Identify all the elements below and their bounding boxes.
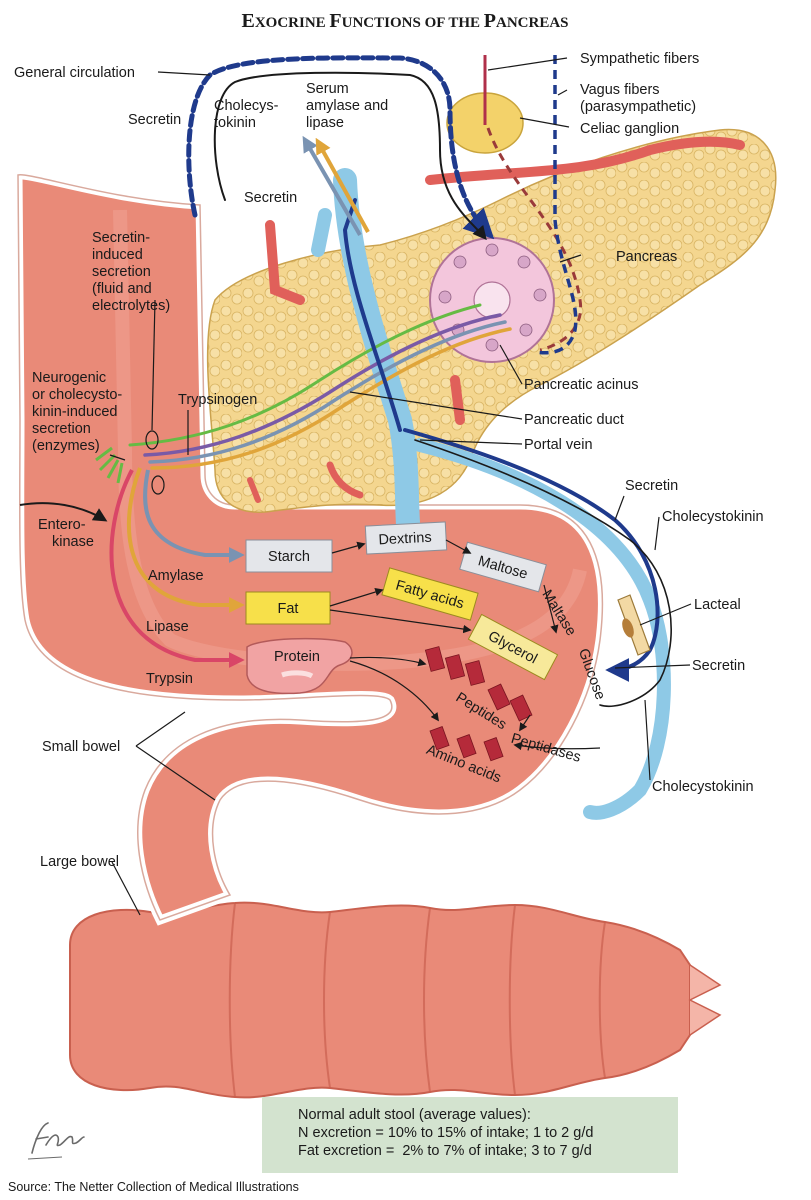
reaction-arrows <box>329 539 601 751</box>
label-secretin-right2: Secretin <box>692 658 745 674</box>
label-vagus-2: (parasympathetic) <box>580 99 696 115</box>
label-large-bowel: Large bowel <box>40 854 119 870</box>
label-lipase: Lipase <box>146 619 189 635</box>
label-portal-vein: Portal vein <box>524 437 593 453</box>
label-cholecystokinin-bottom: Cholecystokinin <box>652 779 754 795</box>
sympathetic-fibers <box>483 55 583 352</box>
svg-text:Dextrins: Dextrins <box>378 530 432 549</box>
label-cholecystokinin-right: Cholecystokinin <box>662 509 764 525</box>
label-amylase: Amylase <box>148 568 204 584</box>
label-neurogenic-5: (enzymes) <box>32 438 100 454</box>
amylase-arrow <box>143 469 245 563</box>
pancreatic-duct-streams <box>128 303 512 470</box>
label-secretin-induced-1: Secretin- <box>92 230 150 246</box>
label-enterokinase-2: kinase <box>52 534 94 550</box>
source-credit: Source: The Netter Collection of Medical… <box>8 1180 299 1194</box>
pancreatic-acinus <box>429 237 555 363</box>
label-secretin-induced-4: (fluid and <box>92 281 152 297</box>
label-serum-2: amylase and <box>306 98 388 114</box>
serum-amylase-arrow <box>302 135 362 237</box>
label-secretin-top: Secretin <box>128 112 181 128</box>
label-enterokinase-1: Entero- <box>38 517 86 533</box>
stool-line-3: Fat excretion = 2% to 7% of intake; 3 to… <box>298 1143 592 1159</box>
label-sympathetic: Sympathetic fibers <box>580 51 699 67</box>
label-lacteal: Lacteal <box>694 597 741 613</box>
label-trypsin: Trypsin <box>146 671 193 687</box>
dextrins-box: Dextrins <box>364 521 448 555</box>
secretion-green-spray <box>95 446 124 484</box>
vagus-fibers <box>534 55 578 355</box>
stool-values-box: Normal adult stool (average values): N e… <box>262 1097 678 1173</box>
label-pancreatic-acinus: Pancreatic acinus <box>524 377 638 393</box>
starch-box: Starch <box>245 539 333 573</box>
secretin-secretion-marker <box>145 430 159 450</box>
stool-line-2: N excretion = 10% to 15% of intake; 1 to… <box>298 1125 594 1141</box>
peptide-blocks <box>424 646 533 762</box>
svg-text:Protein: Protein <box>274 649 320 665</box>
label-neurogenic-3: kinin-induced <box>32 404 117 420</box>
label-secretin-right: Secretin <box>625 478 678 494</box>
label-vagus-1: Vagus fibers <box>580 82 660 98</box>
label-neurogenic-2: or cholecysto- <box>32 387 122 403</box>
label-serum-1: Serum <box>306 81 349 97</box>
label-trypsinogen: Trypsinogen <box>178 392 257 408</box>
label-neurogenic-1: Neurogenic <box>32 370 106 386</box>
label-pancreas: Pancreas <box>616 249 677 265</box>
fat-box: Fat <box>245 591 331 625</box>
label-general-circulation: General circulation <box>14 65 135 81</box>
maltose-box: Maltose <box>459 541 547 593</box>
label-secretin-induced-3: secretion <box>92 264 151 280</box>
general-circulation-loop <box>186 55 672 707</box>
stool-line-1: Normal adult stool (average values): <box>298 1107 531 1123</box>
leader-lines <box>109 57 692 916</box>
label-cholecystokinin-top-1: Cholecys- <box>214 98 279 114</box>
netter-signature <box>27 1122 85 1160</box>
label-pancreatic-duct: Pancreatic duct <box>524 412 624 428</box>
svg-text:Fat: Fat <box>278 601 299 617</box>
page-title: EXOCRINE FUNCTIONS OF THE PANCREAS <box>241 10 568 32</box>
enzyme-secretion-marker <box>151 475 165 495</box>
lipase-arrow <box>126 467 245 613</box>
label-neurogenic-4: secretion <box>32 421 91 437</box>
arteries <box>247 136 745 503</box>
label-secretin-mid: Secretin <box>244 190 297 206</box>
label-small-bowel: Small bowel <box>42 739 120 755</box>
trypsin-arrow <box>109 469 245 668</box>
label-serum-3: lipase <box>306 115 344 131</box>
label-celiac: Celiac ganglion <box>580 121 679 137</box>
enterokinase-arrow <box>19 502 108 522</box>
serum-lipase-arrow <box>315 137 370 233</box>
svg-text:Starch: Starch <box>268 549 310 565</box>
label-secretin-induced-2: induced <box>92 247 143 263</box>
label-secretin-induced-5: electrolytes) <box>92 298 170 314</box>
large-bowel <box>69 901 722 1099</box>
lacteal <box>617 594 651 656</box>
protein-shape: Protein <box>246 637 353 695</box>
label-cholecystokinin-top-2: tokinin <box>214 115 256 131</box>
